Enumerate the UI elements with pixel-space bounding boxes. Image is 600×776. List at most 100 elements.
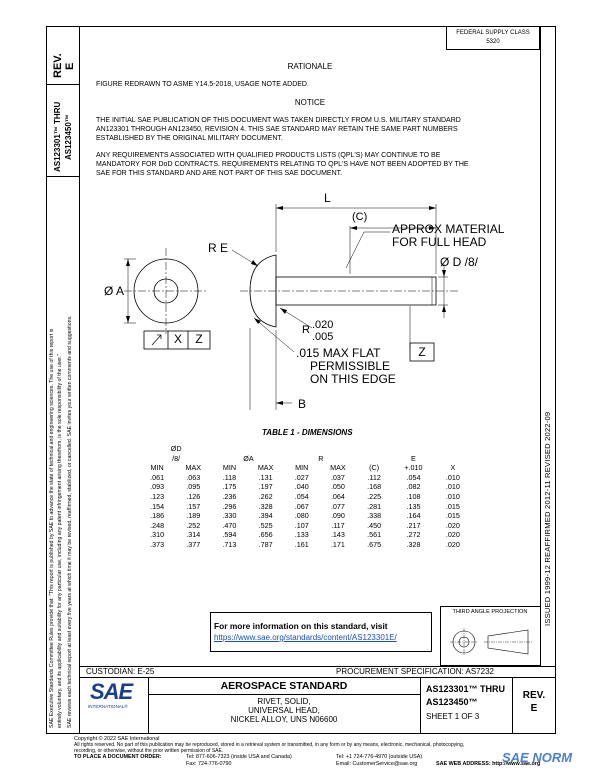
table-cell: .040 xyxy=(294,482,309,492)
table-cell: .063 xyxy=(186,472,201,482)
table-cell: .054 xyxy=(294,491,309,501)
table-cell: .157 xyxy=(186,501,201,511)
label-d: Ø D /8/ xyxy=(440,255,479,269)
title-block-doc-divider xyxy=(420,677,421,734)
notice-para2-line3: SAE FOR THIS STANDARD AND ARE NOT PART O… xyxy=(96,170,343,177)
table-cell: .108 xyxy=(406,491,421,501)
table-cell: .135 xyxy=(406,501,421,511)
table-cell: .123 xyxy=(150,491,165,501)
table-cell: .561 xyxy=(367,530,382,540)
table-cell: .020 xyxy=(445,539,460,549)
table-row: .154.157.296.328.067.077.281.135.015 xyxy=(140,502,470,512)
left-disclaimer-3: SAE reviews each technical report at lea… xyxy=(67,315,73,729)
table-cell: .377 xyxy=(186,539,201,549)
sheet-number: SHEET 1 OF 3 xyxy=(426,712,480,721)
rivet-drawing xyxy=(124,204,460,410)
header-d: ØD/8/ xyxy=(170,444,182,463)
table-cell: .186 xyxy=(150,511,165,521)
footer-web[interactable]: SAE WEB ADDRESS: http://www.sae.org xyxy=(436,761,541,767)
table-cell: .470 xyxy=(222,520,237,530)
table-cell: .117 xyxy=(331,520,345,530)
left-disclaimer-2: entirely voluntary, and its applicabilit… xyxy=(57,354,63,728)
table-cell: .090 xyxy=(330,511,345,521)
left-disclaimer-1: SAE Executive Standards Committee Rules … xyxy=(49,328,55,728)
footer-copyright: Copyright © 2022 SAE International xyxy=(74,736,160,742)
federal-note-1: FEDERAL SUPPLY CLASS xyxy=(456,30,530,36)
left-rev-cell xyxy=(46,26,80,85)
table-cell: .217 xyxy=(406,520,421,530)
label-l: L xyxy=(324,191,331,205)
table-cell: .252 xyxy=(186,520,201,530)
footer-rights: All rights reserved. No part of this pub… xyxy=(74,742,465,748)
header-e: E+.010 xyxy=(404,453,423,473)
label-re: R E xyxy=(208,241,229,255)
table-cell: .015 xyxy=(445,501,460,511)
table-cell: .225 xyxy=(367,491,382,501)
datum-z-box xyxy=(409,342,435,362)
label-b: B xyxy=(298,397,307,411)
sae-logo-text: SAE xyxy=(90,679,133,704)
sae-logo: SAE INTERNATIONAL® xyxy=(82,680,144,720)
table-cell: .713 xyxy=(222,539,237,549)
table-cell: .061 xyxy=(150,472,165,482)
table-cell: .656 xyxy=(258,530,273,540)
table-cell: .189 xyxy=(186,511,201,521)
table-row: .248.252.470.525.107.117.450.217.020 xyxy=(140,521,470,531)
table-row: .373.377.713.787.161.171.675.328.020 xyxy=(140,540,470,550)
table-cell: .675 xyxy=(367,539,382,549)
sub-max: MAX xyxy=(330,463,346,473)
doc-number-2: AS123450™ xyxy=(426,697,478,707)
sae-logo-sub: INTERNATIONAL® xyxy=(88,704,128,709)
left-rev-label: REV. xyxy=(52,53,64,78)
table-cell: .272 xyxy=(406,530,421,540)
label-approx-1: APPROX MATERIAL xyxy=(392,222,505,236)
federal-supply-box xyxy=(446,26,540,50)
footer-email: Email: CustomerService@sae.org xyxy=(336,761,418,767)
desc-line-3: NICKEL ALLOY, UNS N06600 xyxy=(230,715,338,724)
table-cell: .296 xyxy=(222,501,237,511)
table-row: .093.095.175.197.040.050.168.082.010 xyxy=(140,482,470,492)
notice-para1-line3: ESTABLISHED BY THE ORIGINAL MILITARY DOC… xyxy=(96,135,283,142)
table-row: .310.314.594.656.133.143.561.272.020 xyxy=(140,530,470,540)
dimensions-table: ØD/8/ ØA R (C) E+.010 X MIN MAX MIN MAX … xyxy=(140,444,470,550)
standard-title: AEROSPACE STANDARD xyxy=(220,680,348,692)
rationale-title: RATIONALE xyxy=(287,62,333,71)
table-cell: .164 xyxy=(406,511,421,521)
table-cell: .037 xyxy=(330,472,345,482)
notice-para2-line1: ANY REQUIREMENTS ASSOCIATED WITH QUALIFI… xyxy=(96,152,441,159)
right-history: ISSUED 1999-12 REAFFIRMED 2012-11 REVISE… xyxy=(543,411,552,626)
federal-note-2: 5320 xyxy=(486,39,500,45)
footer-watermark: SAE NORM xyxy=(502,750,573,765)
sub-min: MIN xyxy=(222,463,237,473)
table-cell: .027 xyxy=(294,472,309,482)
table-cell: .133 xyxy=(294,530,309,540)
info-box xyxy=(210,612,432,652)
table-cell: .118 xyxy=(222,472,237,482)
right-strip xyxy=(540,26,557,666)
table-cell: .050 xyxy=(330,482,345,492)
datum-z: Z xyxy=(418,345,426,359)
projection-box xyxy=(440,606,540,666)
desc-line-2: UNIVERSAL HEAD, xyxy=(248,706,320,715)
table-cell: .197 xyxy=(258,482,273,492)
table-cell: .064 xyxy=(330,491,345,501)
table-cell: .168 xyxy=(367,482,382,492)
title-block-main-line xyxy=(80,677,556,678)
label-r-prefix: R xyxy=(302,324,310,336)
left-doc-cell xyxy=(46,84,80,177)
table-cell: .314 xyxy=(186,530,201,540)
table-cell: .310 xyxy=(150,530,165,540)
notice-title: NOTICE xyxy=(294,98,326,107)
footer-tel-2: Tel: +1 724-776-4970 (outside USA) xyxy=(336,754,423,760)
header-x: X xyxy=(450,463,456,473)
table-cell: .126 xyxy=(186,491,201,501)
info-box-link[interactable]: https://www.sae.org/standards/content/AS… xyxy=(214,633,397,642)
table-row: .123.126.236.262.054.064.225.108.010 xyxy=(140,492,470,502)
footer-tel-1: Tel: 877-606-7323 (inside USA and Canada… xyxy=(186,754,292,760)
table-cell: .067 xyxy=(294,501,309,511)
left-doc-range-1: AS123301™ THRU xyxy=(53,101,62,172)
table-row: .186.189.330.394.080.090.338.164.015 xyxy=(140,511,470,521)
label-c: (C) xyxy=(352,211,368,223)
footer-order-label: TO PLACE A DOCUMENT ORDER: xyxy=(74,754,162,760)
table-subheader-row: MIN MAX MIN MAX MIN MAX xyxy=(140,463,470,473)
